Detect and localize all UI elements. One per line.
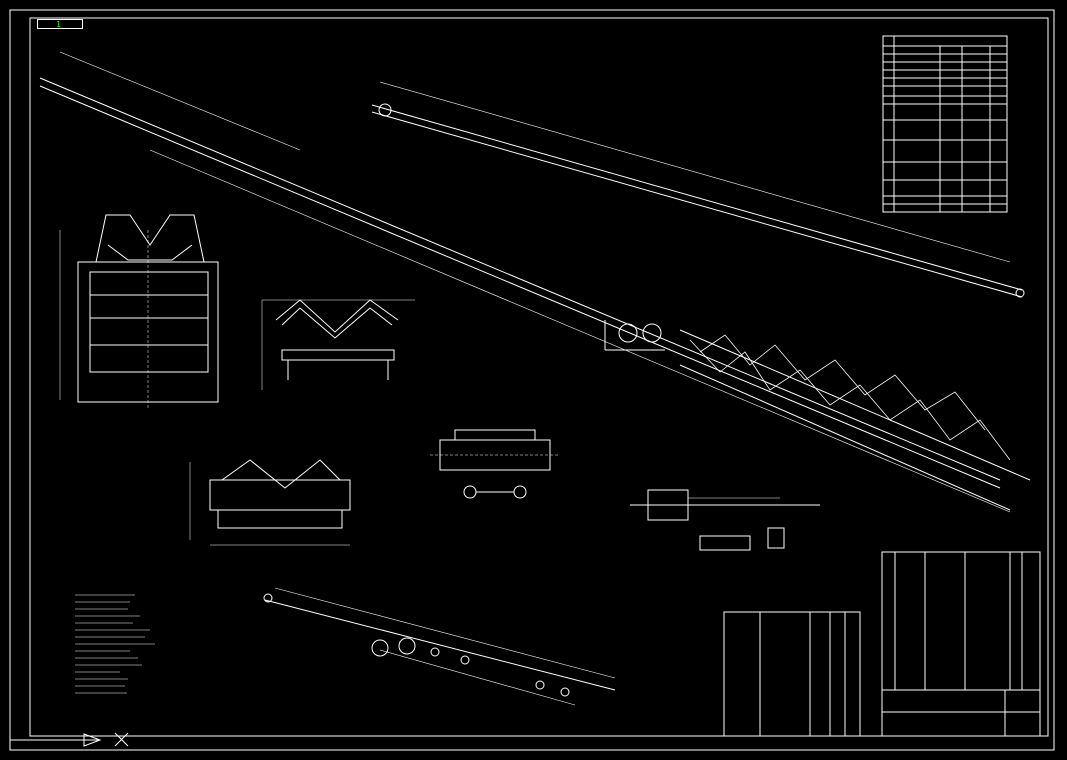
main-elevation-lower	[371, 81, 1025, 298]
drive-unit	[430, 429, 560, 499]
ucs-icon	[9, 620, 129, 747]
spec-table	[882, 35, 1008, 213]
section-a	[59, 214, 219, 410]
notes-block	[75, 594, 155, 694]
carrier-rollers	[263, 587, 616, 706]
main-elevation-upper	[39, 51, 1031, 513]
viewport-tab[interactable]: 1	[37, 19, 83, 29]
parts-list	[723, 551, 1041, 737]
section-c	[189, 459, 351, 546]
inner-frame	[29, 17, 1049, 737]
outer-frame	[9, 9, 1055, 751]
section-b	[261, 299, 415, 390]
head-detail	[630, 489, 820, 551]
